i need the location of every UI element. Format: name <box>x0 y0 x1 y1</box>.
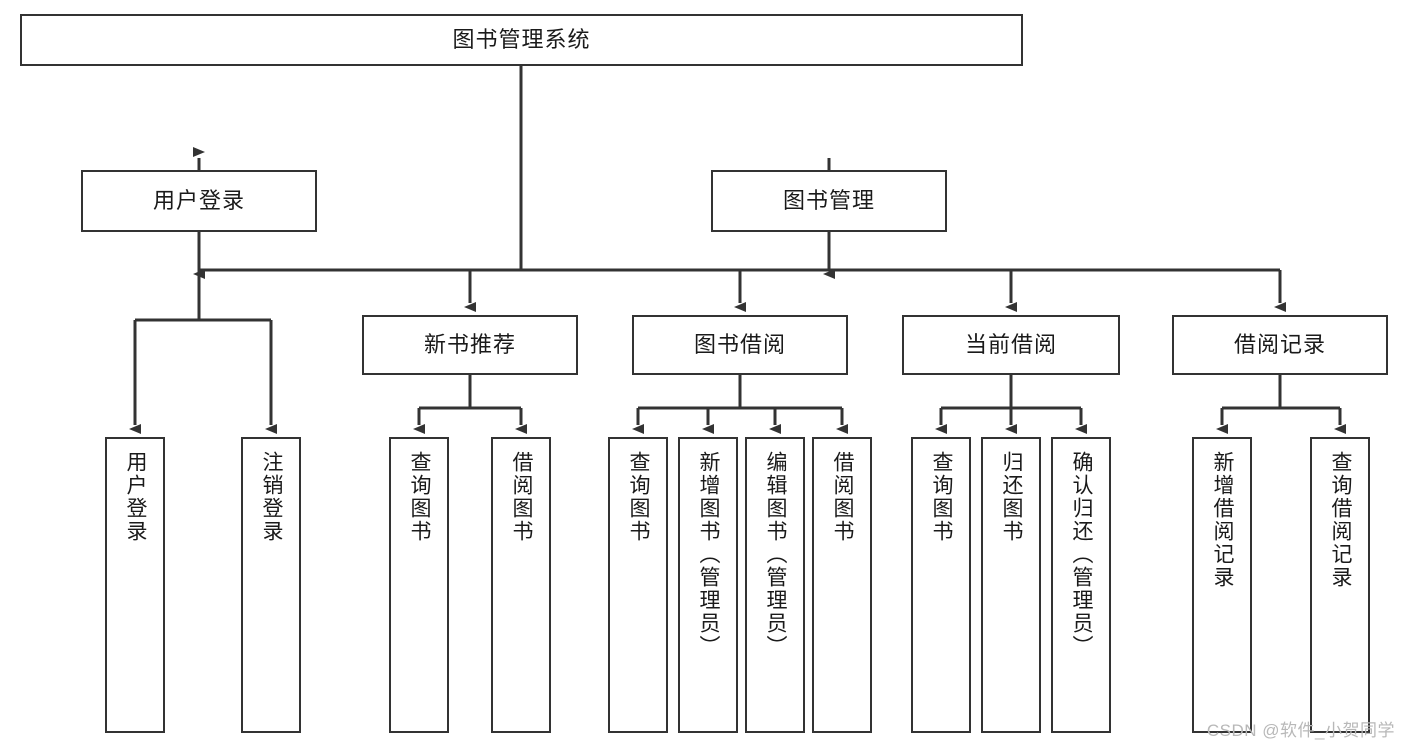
node-book-manage[interactable]: 图书管理 <box>711 170 947 232</box>
node-new-book-rec-label: 新书推荐 <box>423 332 516 358</box>
node-root-label: 图书管理系统 <box>452 27 591 53</box>
node-leaf-borrow-book-1-label: 借阅图书 <box>510 451 534 543</box>
node-book-manage-label: 图书管理 <box>782 188 875 214</box>
node-book-borrow[interactable]: 图书借阅 <box>632 315 848 375</box>
node-leaf-query-book-2[interactable]: 查询图书 <box>608 437 668 733</box>
node-leaf-add-record-label: 新增借阅记录 <box>1211 451 1235 589</box>
node-root[interactable]: 图书管理系统 <box>20 14 1023 66</box>
node-current-borrow[interactable]: 当前借阅 <box>902 315 1120 375</box>
node-leaf-logout[interactable]: 注销登录 <box>241 437 301 733</box>
node-leaf-borrow-book-2[interactable]: 借阅图书 <box>812 437 872 733</box>
node-leaf-confirm-return-label: 确认归还（管理员） <box>1070 451 1094 658</box>
node-user-login[interactable]: 用户登录 <box>81 170 317 232</box>
node-leaf-add-record[interactable]: 新增借阅记录 <box>1192 437 1252 733</box>
watermark-text: CSDN @软件_小贺同学 <box>1206 721 1395 740</box>
node-leaf-borrow-book-1[interactable]: 借阅图书 <box>491 437 551 733</box>
node-leaf-user-login[interactable]: 用户登录 <box>105 437 165 733</box>
node-leaf-edit-book-label: 编辑图书（管理员） <box>764 451 788 658</box>
node-leaf-user-login-label: 用户登录 <box>124 451 148 543</box>
node-borrow-record[interactable]: 借阅记录 <box>1172 315 1388 375</box>
node-user-login-label: 用户登录 <box>152 188 245 214</box>
node-leaf-query-book-2-label: 查询图书 <box>627 451 651 543</box>
node-leaf-add-book[interactable]: 新增图书（管理员） <box>678 437 738 733</box>
node-new-book-rec[interactable]: 新书推荐 <box>362 315 578 375</box>
node-current-borrow-label: 当前借阅 <box>964 332 1057 358</box>
node-leaf-logout-label: 注销登录 <box>260 451 284 543</box>
node-leaf-edit-book[interactable]: 编辑图书（管理员） <box>745 437 805 733</box>
node-leaf-add-book-label: 新增图书（管理员） <box>697 451 721 658</box>
node-leaf-query-record-label: 查询借阅记录 <box>1329 451 1353 589</box>
node-borrow-record-label: 借阅记录 <box>1233 332 1326 358</box>
node-leaf-query-book-1[interactable]: 查询图书 <box>389 437 449 733</box>
node-leaf-return-book-label: 归还图书 <box>1000 451 1024 543</box>
node-leaf-query-record[interactable]: 查询借阅记录 <box>1310 437 1370 733</box>
node-leaf-query-book-3[interactable]: 查询图书 <box>911 437 971 733</box>
node-book-borrow-label: 图书借阅 <box>693 332 786 358</box>
node-leaf-query-book-1-label: 查询图书 <box>408 451 432 543</box>
node-leaf-borrow-book-2-label: 借阅图书 <box>831 451 855 543</box>
node-leaf-query-book-3-label: 查询图书 <box>930 451 954 543</box>
node-leaf-confirm-return[interactable]: 确认归还（管理员） <box>1051 437 1111 733</box>
node-leaf-return-book[interactable]: 归还图书 <box>981 437 1041 733</box>
